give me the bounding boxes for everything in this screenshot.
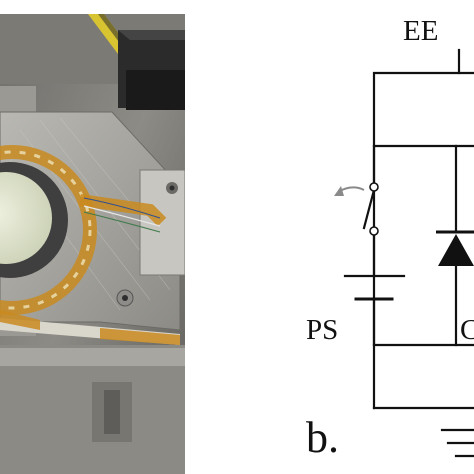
label-ps: PS <box>306 314 338 346</box>
tape-ring <box>0 145 167 315</box>
label-ee: EE <box>403 15 438 47</box>
circuit-diagram <box>343 48 474 458</box>
plate-screw <box>116 289 134 307</box>
switch-contact-top <box>369 182 379 192</box>
lower-clamp <box>92 382 132 442</box>
wire-ee-top <box>372 71 474 410</box>
clamp-block <box>118 30 185 110</box>
switch-contact-bottom <box>369 226 379 236</box>
panel-label-b: b. <box>306 413 339 462</box>
lower-rail <box>0 348 185 366</box>
switch-blade <box>362 188 376 230</box>
diode-icon <box>438 234 474 266</box>
glass-window <box>0 172 52 264</box>
switch-arrow-icon <box>334 186 365 196</box>
label-c: C <box>460 314 474 346</box>
cable-strip <box>0 310 180 345</box>
photo-panel <box>0 14 185 474</box>
